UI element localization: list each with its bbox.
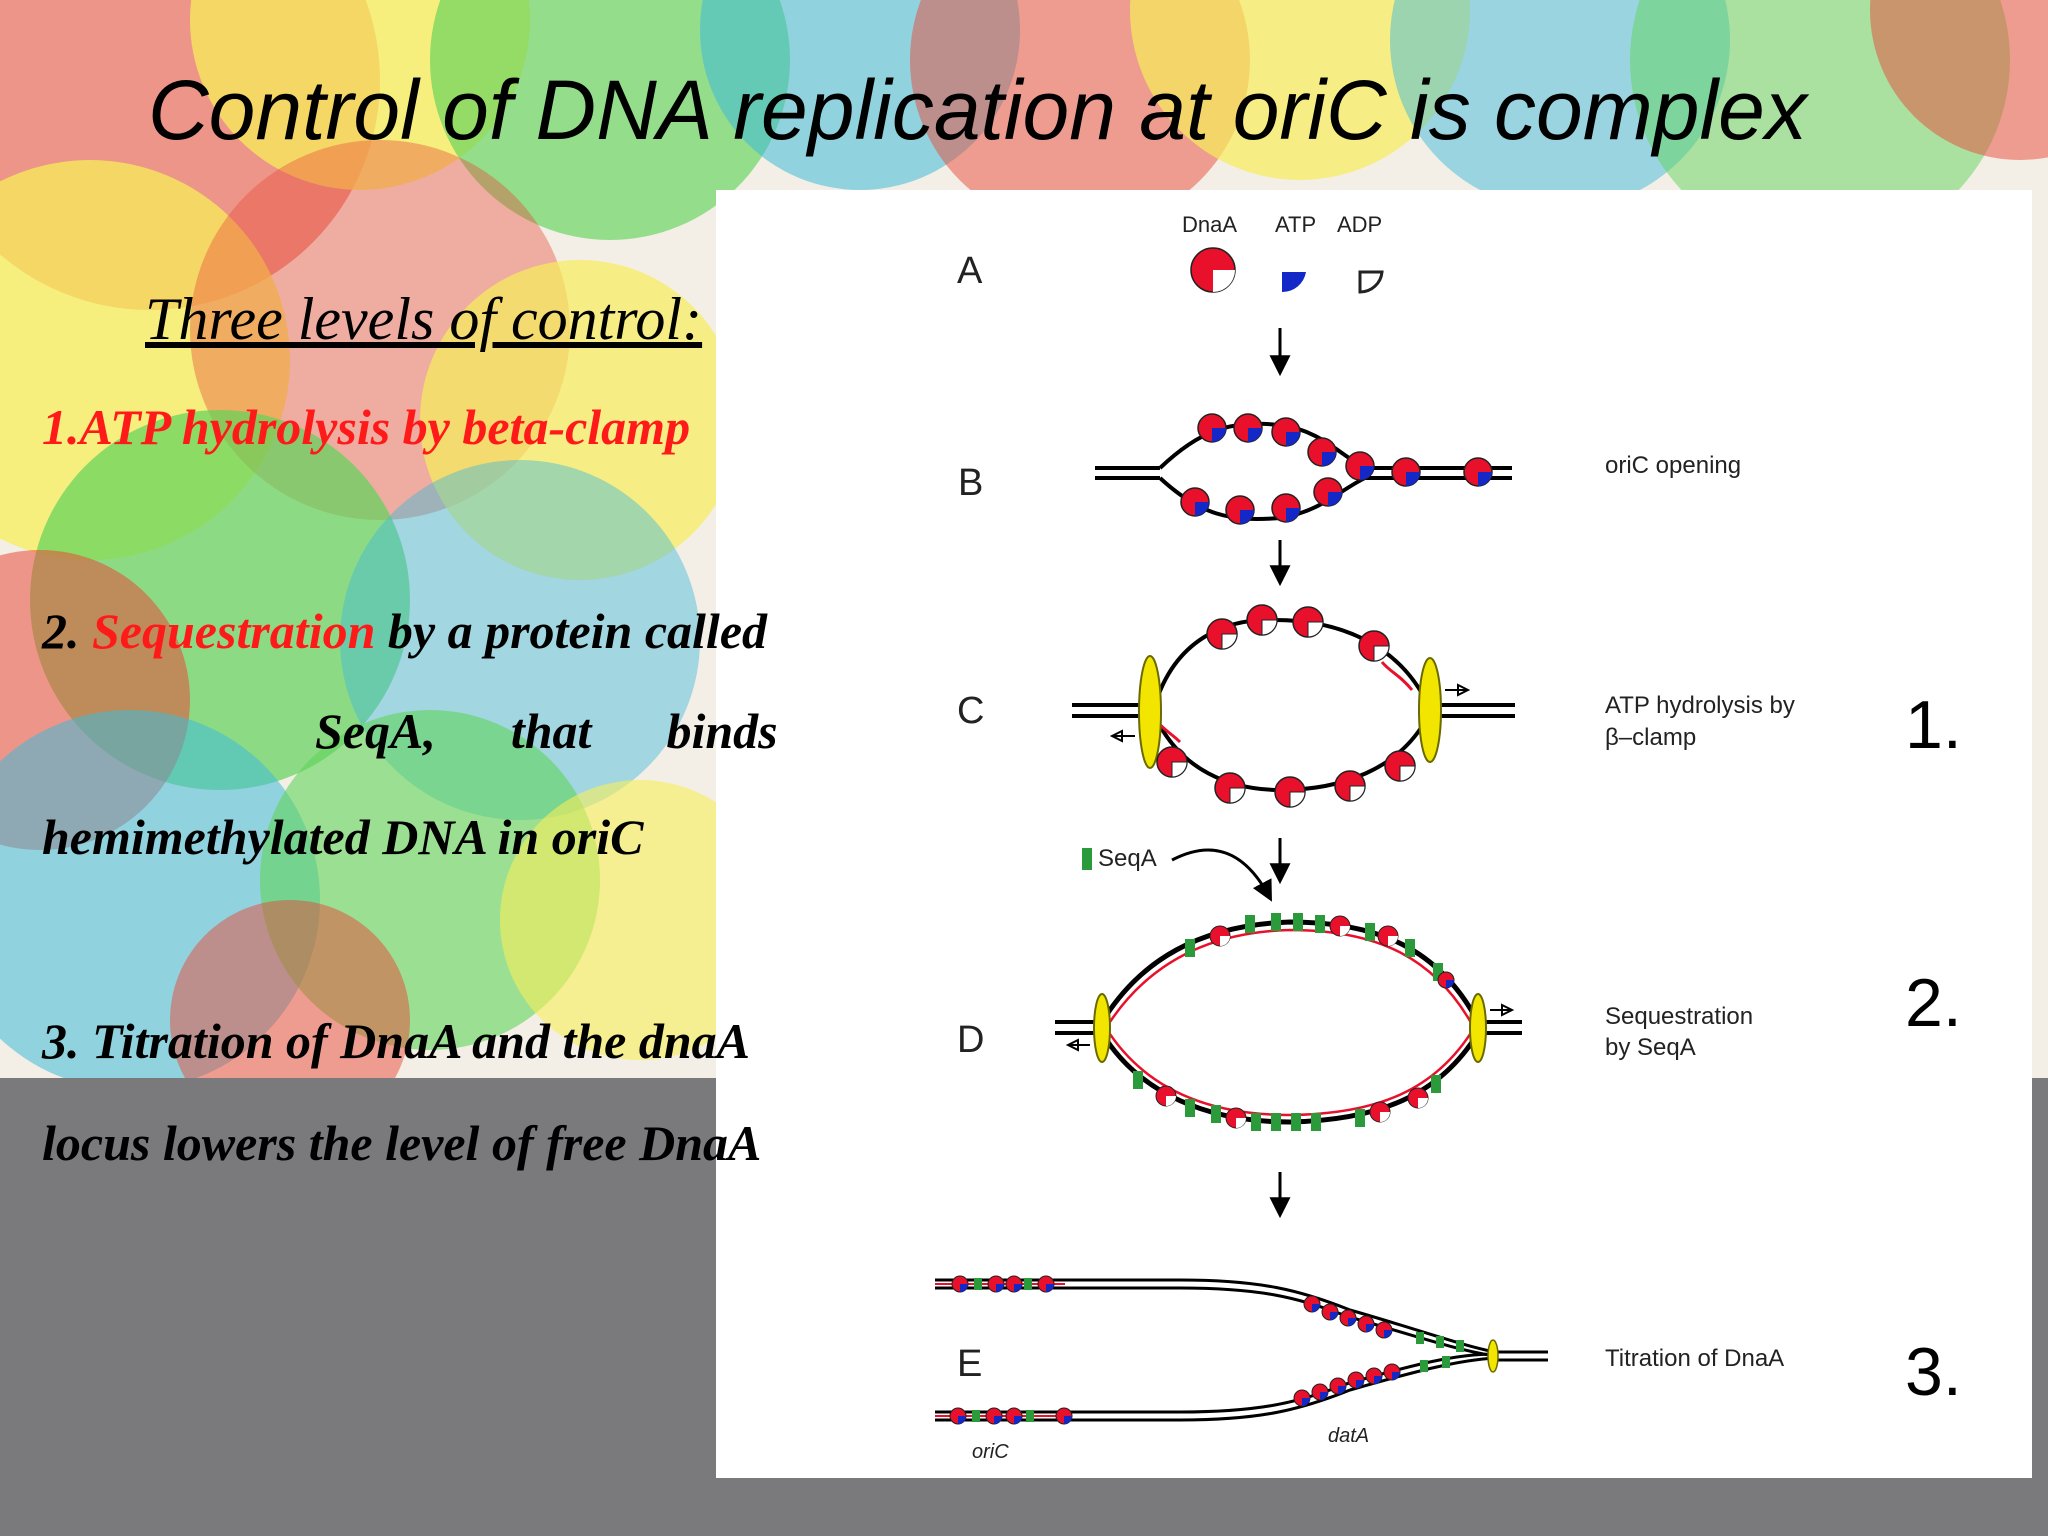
panel-letter-a: A (957, 250, 983, 292)
caption-c-line1: ATP hydrolysis by (1605, 692, 1795, 719)
adp-symbol (1358, 270, 1384, 294)
fork-arrow-d-left (1065, 1038, 1090, 1052)
sequestration-highlight: Sequestration (92, 603, 376, 659)
seqa-pointer-arrow (1171, 848, 1272, 902)
caption-e: Titration of DnaA (1605, 1345, 1784, 1372)
seqa-label: SeqA (1098, 845, 1157, 872)
control-point-1: 1.ATP hydrolysis by beta-clamp (42, 399, 691, 455)
dnaa-symbol (1190, 247, 1236, 293)
beta-clamp-left (1138, 655, 1162, 769)
data-locus-label: datA (1328, 1425, 1369, 1447)
level-number-3: 3. (1905, 1334, 1962, 1410)
oric-label: oriC (972, 1441, 1009, 1463)
control-point-2-rest: by a protein called (375, 603, 768, 659)
control-point-2-line3: hemimethylated DNA in oriC (42, 809, 644, 865)
level-number-2: 2. (1905, 965, 1962, 1041)
caption-c-line2: β–clamp (1605, 724, 1696, 751)
panel-letter-d: D (957, 1019, 984, 1061)
panel-letter-e: E (957, 1343, 982, 1385)
figure-panel (716, 190, 2032, 1478)
replication-diagram: A B C D E DnaA ATP ADP (935, 212, 1795, 1463)
legend-atp: ATP (1275, 212, 1316, 237)
fork-arrow-left (1109, 729, 1135, 743)
caption-d-line1: Sequestration (1605, 1003, 1753, 1030)
legend-dnaa: DnaA (1182, 212, 1237, 237)
caption-d-line2: by SeqA (1605, 1034, 1696, 1061)
control-point-2-prefix: 2. (42, 603, 92, 659)
caption-b: oriC opening (1605, 452, 1741, 479)
atp-symbol (1282, 272, 1306, 293)
fork-arrow-d-right (1490, 1003, 1515, 1017)
red-strand-right (1380, 661, 1414, 691)
beta-clamp-e (1487, 1339, 1499, 1373)
fork-arrow-right (1445, 683, 1471, 697)
control-point-2-line1: 2. Sequestration by a protein called (42, 602, 767, 660)
control-point-2-line2: SeqA, that binds (315, 703, 778, 759)
beta-clamp-right (1418, 657, 1442, 763)
seqa-legend-swatch (1082, 848, 1092, 870)
panel-letter-b: B (958, 462, 983, 504)
level-number-1: 1. (1905, 687, 1962, 763)
beta-clamp-d-left (1093, 993, 1111, 1063)
slide-subtitle: Three levels of control: (145, 286, 703, 352)
control-point-3-line2: locus lowers the level of free DnaA (42, 1115, 762, 1171)
legend-adp: ADP (1337, 212, 1382, 237)
beta-clamp-d-right (1469, 993, 1487, 1063)
panel-letter-c: C (957, 690, 984, 732)
control-point-3-line1: 3. Titration of DnaA and the dnaA (42, 1013, 751, 1069)
slide-title: Control of DNA replication at oriC is co… (148, 63, 1807, 157)
